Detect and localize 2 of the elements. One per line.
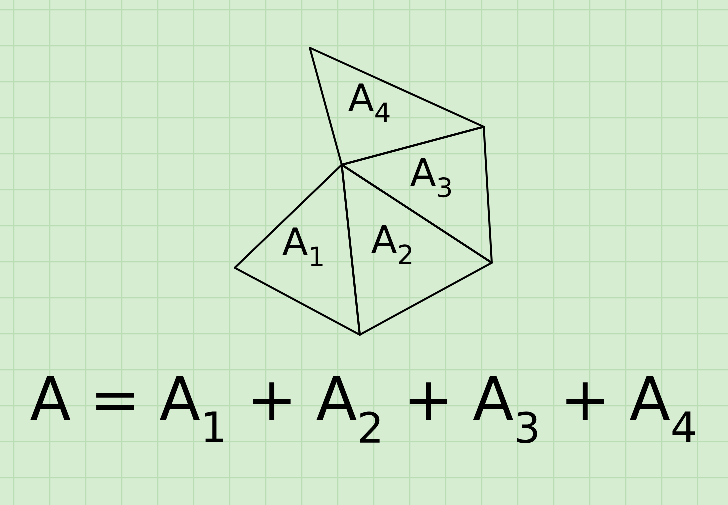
triangle: A$_{1}$ — [234, 164, 361, 336]
area-formula: A = A$_{1}$ + A$_{2}$ + A$_{3}$ + A$_{4}$ — [30, 376, 696, 444]
